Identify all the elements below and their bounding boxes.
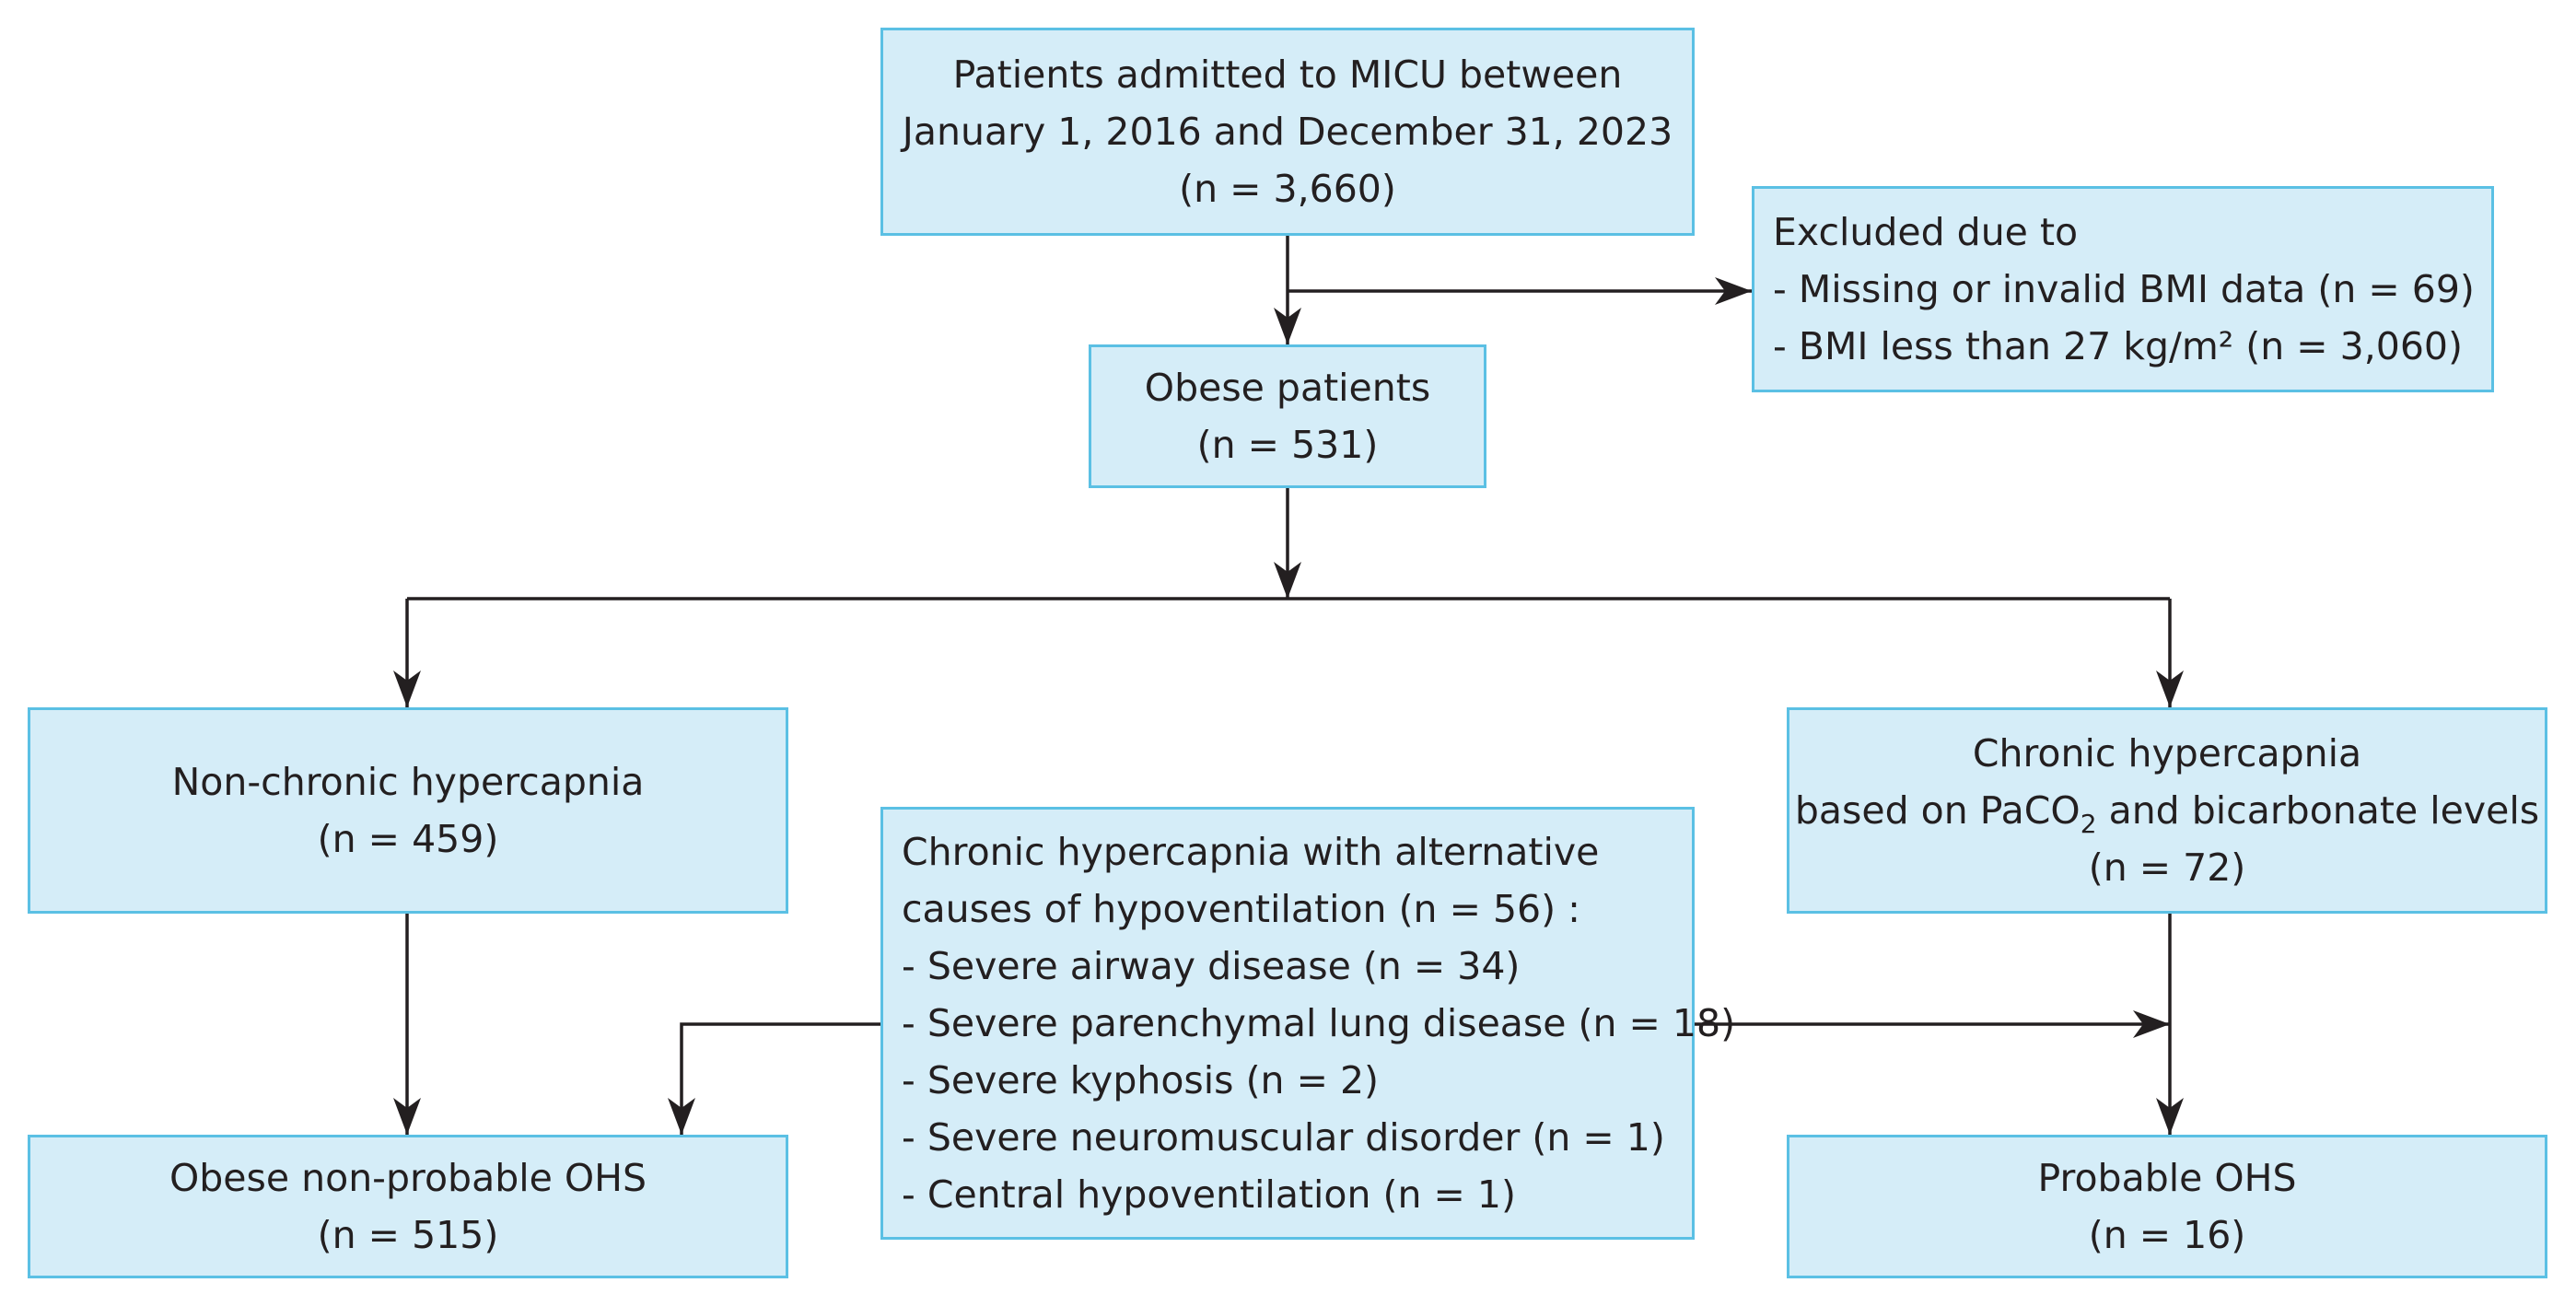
obese-label: Obese patients [1144, 366, 1431, 410]
chronic-criteria: based on PaCO2 and bicarbonate levels [1794, 788, 2540, 839]
alternative-item: - Central hypoventilation (n = 1) [902, 1172, 1517, 1217]
chronic-label: Chronic hypercapnia [1972, 731, 2362, 775]
box-probable-ohs: Probable OHS (n = 16) [1787, 1135, 2547, 1278]
non-chronic-count: (n = 459) [317, 817, 499, 861]
obese-count: (n = 531) [1196, 423, 1379, 467]
non-probable-count: (n = 515) [317, 1213, 499, 1257]
excluded-reason-1: - Missing or invalid BMI data (n = 69) [1773, 267, 2475, 311]
probable-count: (n = 16) [2088, 1213, 2246, 1257]
alternative-item: - Severe neuromuscular disorder (n = 1) [902, 1115, 1665, 1160]
excluded-title: Excluded due to [1773, 210, 2079, 254]
admitted-line-2: January 1, 2016 and December 31, 2023 [902, 110, 1673, 154]
admitted-count: (n = 3,660) [1179, 167, 1396, 211]
box-obese-non-probable-ohs: Obese non-probable OHS (n = 515) [28, 1135, 788, 1278]
excluded-reason-2: - BMI less than 27 kg/m² (n = 3,060) [1773, 324, 2463, 368]
alternative-item: - Severe kyphosis (n = 2) [902, 1058, 1380, 1102]
arrow-alternative-to-non-probable [668, 1022, 880, 1135]
box-alternative-causes: Chronic hypercapnia with alternative cau… [880, 807, 1736, 1240]
box-excluded: Excluded due to - Missing or invalid BMI… [1752, 186, 2494, 392]
alternative-item: - Severe airway disease (n = 34) [902, 944, 1521, 988]
box-non-chronic-hypercapnia: Non-chronic hypercapnia (n = 459) [28, 707, 788, 914]
non-chronic-label: Non-chronic hypercapnia [171, 760, 645, 804]
alternative-item: - Severe parenchymal lung disease (n = 1… [902, 1001, 1736, 1045]
admitted-line-1: Patients admitted to MICU between [952, 52, 1623, 97]
alternative-title-1: Chronic hypercapnia with alternative [902, 830, 1600, 874]
chronic-count: (n = 72) [2088, 845, 2246, 890]
alternative-title-2: causes of hypoventilation (n = 56) : [902, 887, 1580, 931]
box-obese-patients: Obese patients (n = 531) [1089, 344, 1486, 488]
box-chronic-hypercapnia: Chronic hypercapnia based on PaCO2 and b… [1787, 707, 2547, 914]
non-probable-label: Obese non-probable OHS [169, 1156, 647, 1200]
probable-label: Probable OHS [2037, 1156, 2297, 1200]
box-admitted-patients: Patients admitted to MICU between Januar… [880, 28, 1695, 236]
